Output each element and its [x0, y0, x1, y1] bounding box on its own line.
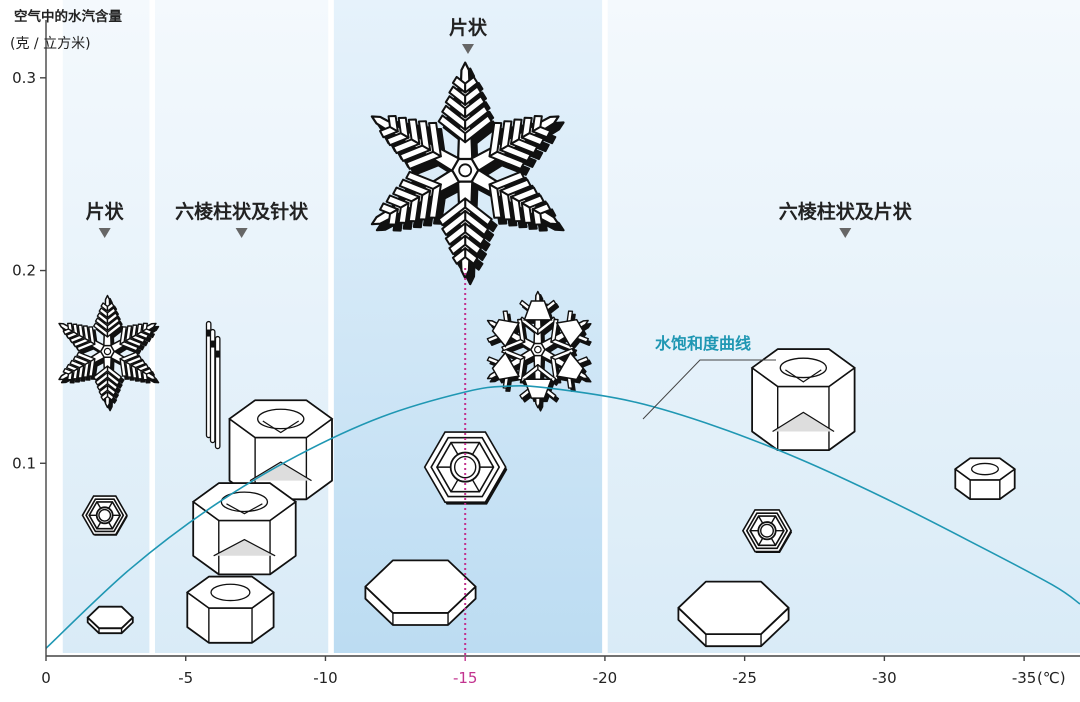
- region-pointer-icon: [235, 228, 248, 238]
- region-label-1: 片状: [86, 200, 125, 223]
- crystal-sectored: [423, 431, 508, 505]
- crystal-face: [86, 605, 134, 630]
- crystal-body: [486, 290, 590, 409]
- x-tick-label: -25: [732, 669, 757, 687]
- x-tick-label: 0: [41, 669, 51, 687]
- needle-crystal-tip: [215, 350, 220, 358]
- crystal-hollow: [785, 369, 822, 383]
- region-label-4: 六棱柱状及片状: [779, 200, 913, 223]
- needle-crystal-tip: [206, 329, 211, 337]
- region-label-3: 片状: [449, 16, 488, 39]
- region-pointer-icon: [839, 228, 852, 238]
- crystal-body: [58, 294, 157, 409]
- crystal-core: [453, 455, 477, 479]
- crystal-face: [364, 559, 477, 614]
- crystal-hollow: [257, 408, 305, 430]
- crystal-hexplate: [364, 559, 477, 626]
- crystal-hollow: [970, 462, 999, 476]
- crystal-column: [750, 348, 856, 452]
- crystal-illustrations: [58, 61, 1017, 648]
- x-tick-label: -20: [593, 669, 618, 687]
- y-axis-title: 空气中的水汽含量: [14, 8, 122, 25]
- crystal-face: [185, 575, 275, 609]
- saturation-curve-layer: [45, 385, 1080, 649]
- region-pointer-icon: [461, 44, 474, 54]
- crystal-sectored-dendrite: [486, 290, 592, 412]
- x-axis-unit: (℃): [1037, 669, 1066, 687]
- crystal-face: [191, 482, 298, 522]
- x-tick-label: -10: [313, 669, 338, 687]
- crystal-ring: [85, 498, 125, 533]
- crystal-hollow: [226, 503, 263, 515]
- crystal-hollow: [213, 538, 276, 557]
- crystal-hollow: [772, 411, 835, 432]
- crystal-face: [228, 399, 334, 439]
- y-tick-label: 0.2: [12, 262, 36, 280]
- region-labels: 片状六棱柱状及针状片状六棱柱状及片状: [86, 16, 913, 238]
- crystal-column: [191, 482, 298, 576]
- needle-crystal-tip: [210, 340, 215, 348]
- region-label-2: 六棱柱状及针状: [175, 200, 309, 223]
- y-tick-label: 0.1: [12, 454, 36, 472]
- crystal-sectored: [741, 509, 793, 553]
- crystal-face: [750, 348, 856, 388]
- curve-label-leader: [642, 359, 776, 420]
- y-axis-unit: (克 / 立方米): [10, 36, 91, 52]
- crystal-hexplate: [86, 605, 134, 635]
- crystal-face: [677, 580, 790, 635]
- crystal-column: [953, 457, 1017, 501]
- crystal-core: [98, 508, 112, 522]
- crystal-hexplate: [677, 580, 790, 648]
- crystal-needles: [205, 320, 221, 450]
- crystal-dendrite: [370, 61, 565, 286]
- axes: 0.1 0.2 0.3 0 -5 -10 -15 -20 -25 -30 -35(℃): [12, 20, 1080, 687]
- curve-label-layer: 水饱和度曲线: [642, 334, 776, 420]
- crystal-hollow: [249, 461, 312, 482]
- x-tick-label: -30: [872, 669, 897, 687]
- crystal-hollow: [262, 420, 300, 434]
- region-pointer-icon: [98, 228, 111, 238]
- crystal-dendrite: [58, 294, 160, 412]
- x-tick-label: -5: [178, 669, 193, 687]
- crystal-hollow: [220, 491, 269, 513]
- saturation-curve: [45, 385, 1080, 649]
- x-tick-label: -35: [1012, 669, 1037, 687]
- crystal-hollow: [210, 583, 251, 602]
- crystal-sectored: [81, 495, 128, 536]
- x-tick-label: -15: [453, 669, 478, 687]
- crystal-body: [370, 61, 560, 280]
- crystal-face: [953, 457, 1017, 481]
- region-band-4: [607, 0, 1080, 653]
- y-tick-label: 0.3: [12, 69, 36, 87]
- crystal-column: [185, 575, 275, 644]
- needle-crystal: [214, 335, 221, 450]
- crystal-ring: [745, 512, 789, 550]
- curve-label: 水饱和度曲线: [655, 334, 751, 353]
- crystal-ring: [430, 436, 501, 498]
- crystal-hollow: [779, 357, 828, 379]
- crystal-core: [760, 523, 774, 538]
